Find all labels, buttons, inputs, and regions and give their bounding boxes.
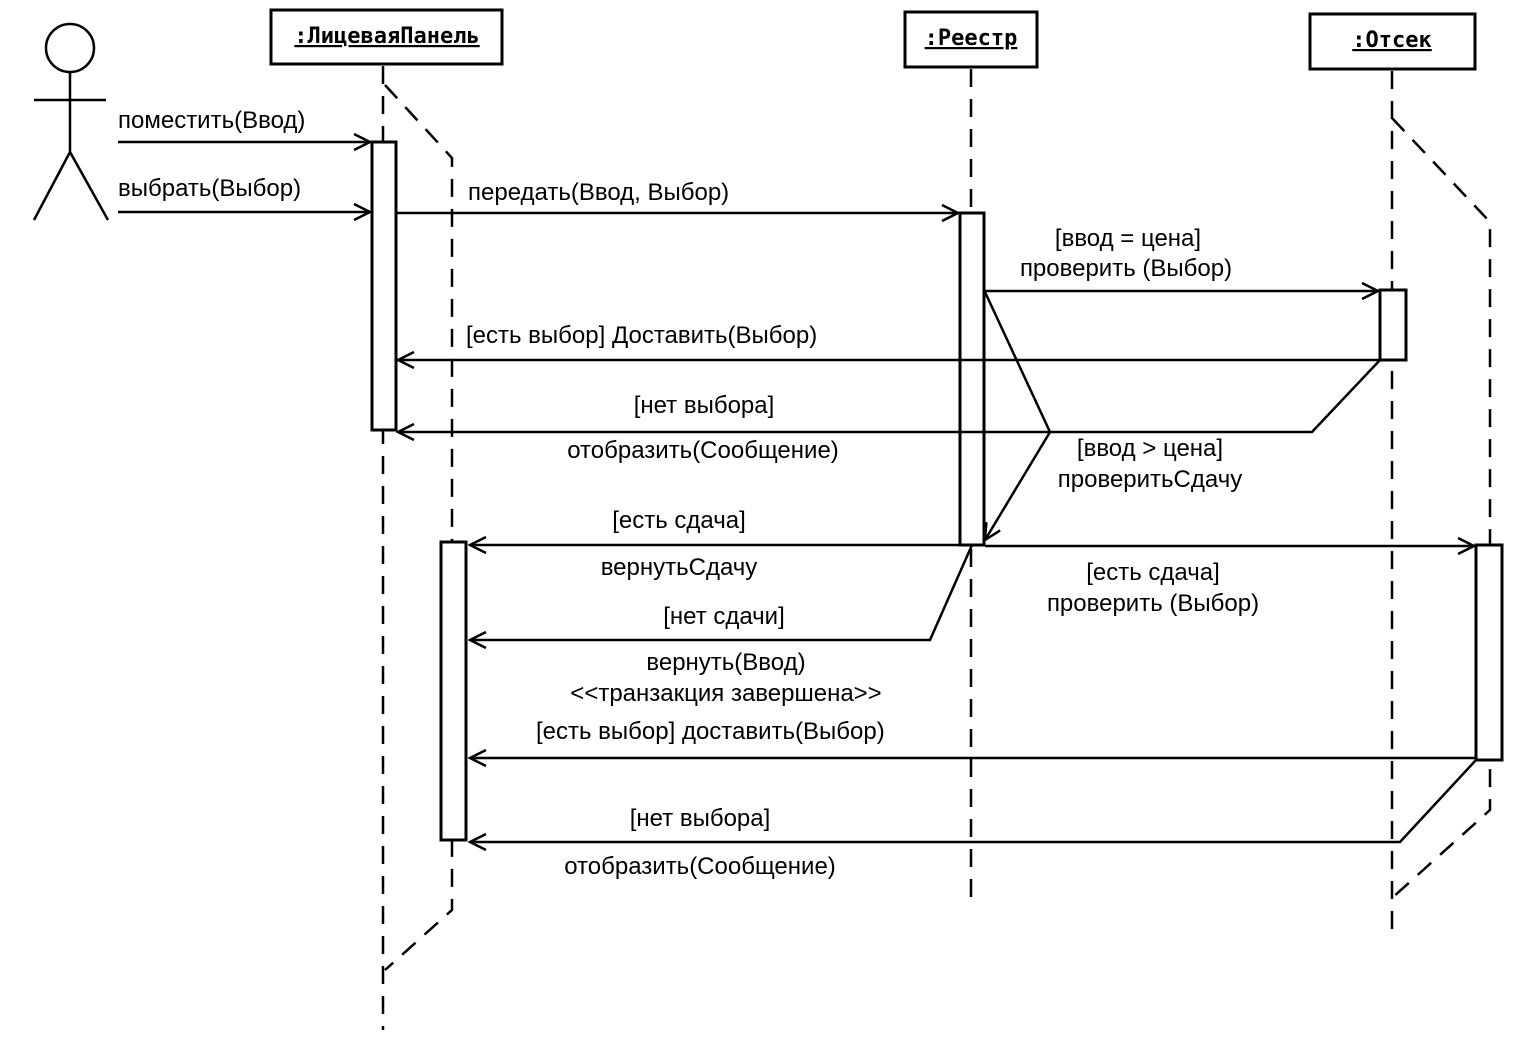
activation-bin-1 (1378, 288, 1408, 362)
msg-select-choice: выбрать(Выбор) (118, 175, 301, 202)
msg-guard-no-choice-1: [нет выбора] (634, 392, 775, 419)
arrow-m6 (398, 359, 1381, 432)
msg-put-input: поместить(Ввод) (118, 107, 305, 134)
object-bin: :Отсек (1308, 12, 1477, 71)
msg-return-change: вернутьСдачу (601, 554, 758, 581)
msg-guard-equal-price: [ввод = цена] (1055, 225, 1201, 252)
object-panel-label: :ЛицеваяПанель (294, 24, 479, 49)
arrow-m13 (470, 759, 1477, 842)
msg-deliver-choice-1: [есть выбор] Доставить(Выбор) (466, 322, 817, 349)
object-registry-label: :Реестр (925, 26, 1018, 51)
msg-display-message-2: отобразить(Сообщение) (564, 853, 836, 880)
activation-panel-2 (439, 540, 468, 842)
msg-check-choice-2: проверить (Выбор) (1047, 590, 1259, 617)
object-bin-label: :Отсек (1352, 28, 1431, 53)
object-registry: :Реестр (903, 10, 1039, 69)
arrow-m10 (470, 544, 974, 640)
activation-panel-1 (370, 140, 398, 432)
activation-registry (958, 211, 986, 547)
msg-guard-no-change: [нет сдачи] (663, 603, 785, 630)
msg-deliver-choice-2: [есть выбор] доставить(Выбор) (536, 718, 885, 745)
msg-return-input: вернуть(Ввод) (646, 649, 805, 676)
msg-check-choice-1: проверить (Выбор) (1020, 255, 1232, 282)
object-panel: :ЛицеваяПанель (269, 8, 504, 66)
branch-lifeline-bin (1391, 117, 1492, 899)
arrow-m7 (985, 291, 1052, 540)
msg-check-change: проверитьСдачу (1058, 466, 1242, 493)
msg-guard-no-choice-2: [нет выбора] (630, 805, 771, 832)
activation-bin-2 (1474, 543, 1504, 762)
msg-transfer: передать(Ввод, Выбор) (468, 179, 729, 206)
msg-display-message-1: отобразить(Сообщение) (567, 437, 839, 464)
msg-guard-greater-price: [ввод > цена] (1077, 435, 1223, 462)
msg-guard-has-change-1: [есть сдача] (612, 507, 746, 534)
msg-transaction-complete: <<транзакция завершена>> (570, 680, 881, 707)
msg-guard-has-change-2: [есть сдача] (1086, 559, 1220, 586)
actor-figure (32, 22, 110, 221)
